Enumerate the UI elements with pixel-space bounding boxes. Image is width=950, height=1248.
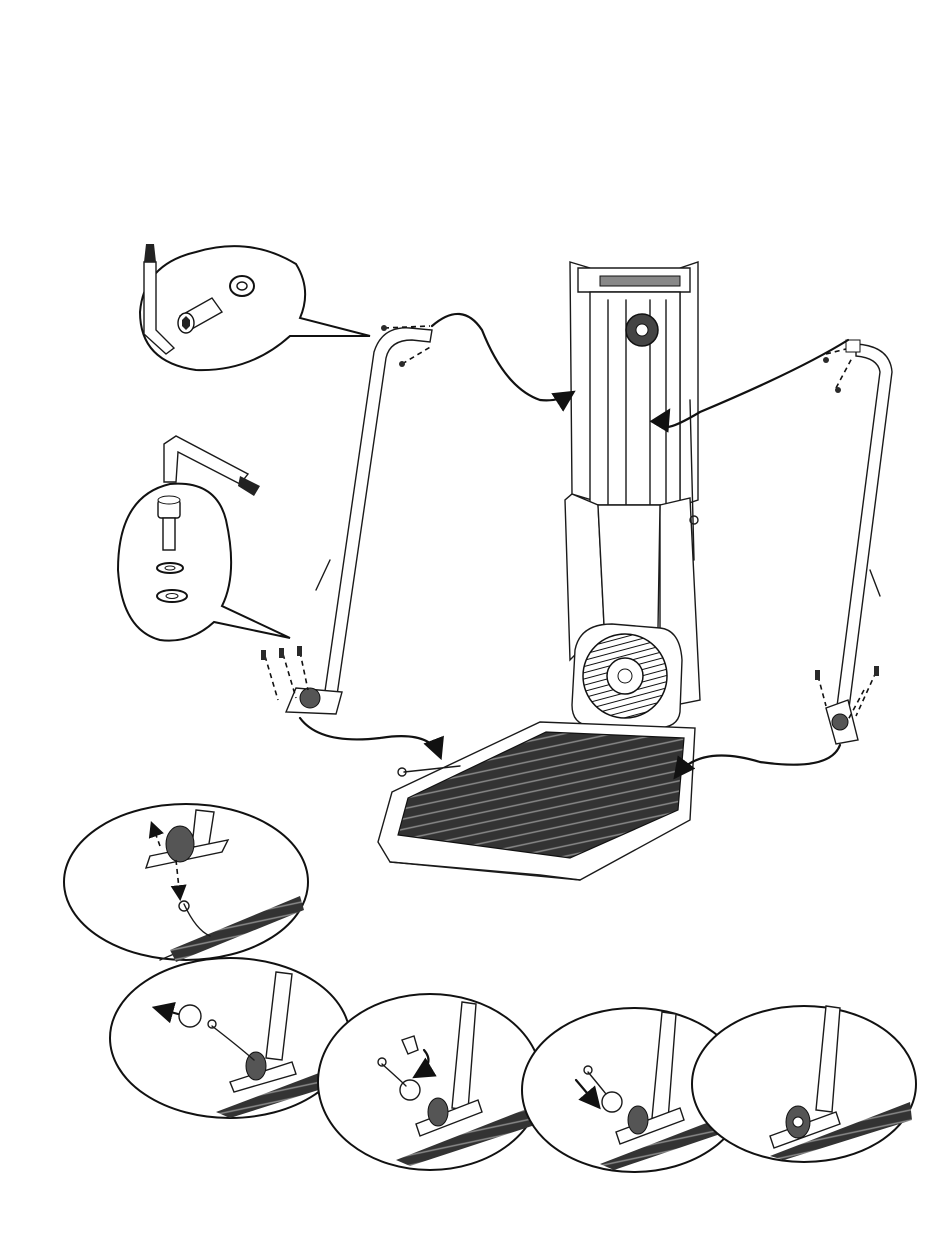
detail-step-2	[110, 958, 350, 1118]
detail-step-5	[692, 1006, 916, 1162]
washer-icon	[230, 276, 254, 296]
fan-housing	[572, 624, 682, 728]
hardware-callout-top	[140, 244, 370, 370]
machine-frame	[378, 262, 700, 880]
arrow-right-base	[676, 745, 840, 776]
arrow-left-top	[432, 314, 572, 400]
platform	[378, 722, 695, 880]
arrow-left-base	[300, 718, 440, 756]
detail-step-3	[318, 994, 542, 1170]
right-arm	[815, 340, 892, 744]
hardware-callout-left	[118, 436, 290, 641]
top-pulley-icon	[626, 314, 658, 346]
left-arm	[261, 325, 432, 714]
detail-step-1	[64, 804, 308, 962]
right-arm-top-bolts	[823, 340, 860, 393]
